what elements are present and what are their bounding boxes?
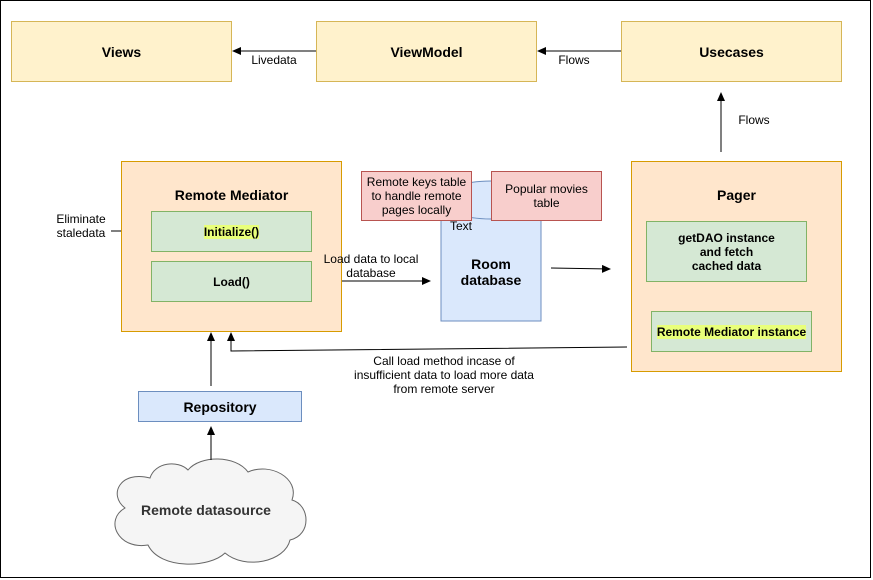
- load-to-db-line-1: Load data to local: [323, 252, 419, 266]
- views-label: Views: [101, 43, 142, 60]
- usecases-label: Usecases: [699, 43, 764, 60]
- viewmodel-box: ViewModel: [316, 21, 537, 82]
- load-to-database-label: Load data to local database: [316, 252, 426, 280]
- load-to-db-line-2: database: [346, 266, 396, 280]
- popular-movies-table-box: Popular movies table: [491, 171, 602, 221]
- eliminate-line-1: Eliminate: [56, 212, 106, 226]
- get-dao-line-2: and fetch: [699, 244, 754, 259]
- remote-mediator-instance-box: Remote Mediator instance: [651, 311, 812, 352]
- call-load-line-3: from remote server: [393, 382, 495, 396]
- get-dao-line-1: getDAO instance: [678, 230, 775, 245]
- call-load-line-1: Call load method incase of: [373, 354, 515, 368]
- remote-keys-table-label: Remote keys table to handle remote pages…: [366, 175, 467, 217]
- initialize-label: Initialize(): [203, 224, 260, 239]
- room-database-line-1: Room: [471, 256, 511, 272]
- views-box: Views: [11, 21, 232, 82]
- remote-keys-table-box: Remote keys table to handle remote pages…: [361, 171, 472, 221]
- get-dao-box: getDAO instance and fetch cached data: [646, 221, 807, 282]
- flows-left-label: Flows: [558, 53, 590, 67]
- call-load-line-2: insufficient data to load more data: [354, 368, 534, 382]
- pager-title: Pager: [717, 187, 756, 203]
- flows-up-label: Flows: [738, 113, 770, 127]
- usecases-box: Usecases: [621, 21, 842, 82]
- viewmodel-label: ViewModel: [390, 43, 463, 60]
- eliminate-staledata-label: Eliminate staledata: [48, 212, 114, 240]
- repository-label: Repository: [183, 398, 257, 415]
- call-load-label: Call load method incase of insufficient …: [344, 354, 544, 396]
- load-box: Load(): [151, 261, 312, 302]
- room-database-label: Room database: [441, 256, 541, 288]
- livedata-label: Livedata: [251, 53, 297, 67]
- database-text-label: Text: [449, 219, 472, 233]
- remote-mediator-instance-label: Remote Mediator instance: [656, 324, 807, 339]
- remote-mediator-title: Remote Mediator: [174, 187, 289, 203]
- room-database-line-2: database: [460, 272, 522, 288]
- repository-box: Repository: [138, 391, 302, 422]
- eliminate-line-2: staledata: [56, 226, 106, 240]
- remote-datasource-label: Remote datasource: [141, 502, 271, 518]
- get-dao-line-3: cached data: [691, 258, 762, 273]
- initialize-box: Initialize(): [151, 211, 312, 252]
- load-label: Load(): [213, 274, 250, 289]
- popular-movies-table-label: Popular movies table: [505, 182, 588, 210]
